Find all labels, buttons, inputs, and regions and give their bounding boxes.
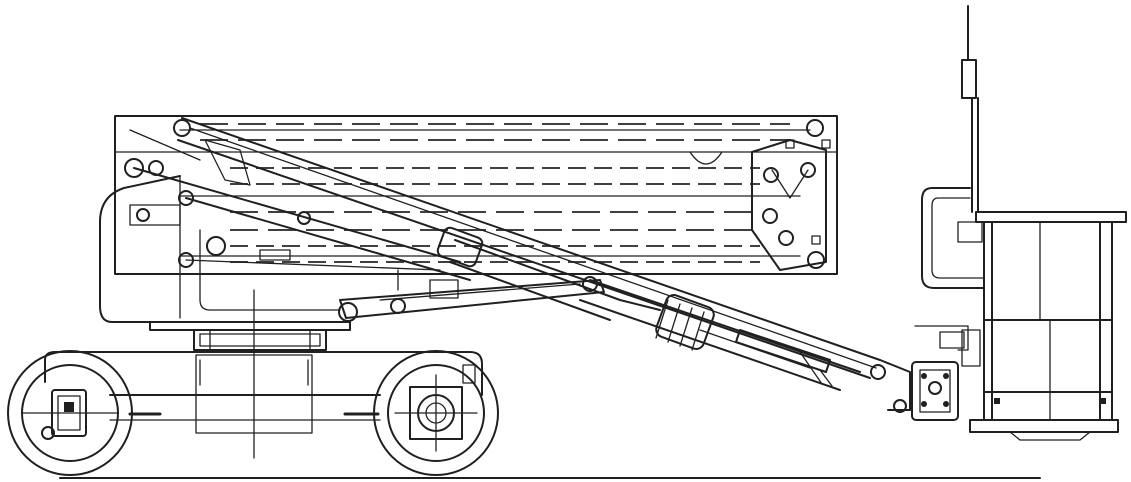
main-boom: [177, 117, 886, 391]
base-links: [129, 129, 471, 291]
lift-cylinder: [338, 276, 605, 322]
jib-rotator: [879, 325, 969, 421]
platform-basket: [921, 5, 1127, 441]
parallelogram-frame: [114, 115, 838, 275]
turntable: [149, 321, 351, 351]
superstructure: [99, 175, 341, 323]
right-wheel: [373, 350, 499, 476]
chassis: [44, 289, 483, 459]
left-wheel: [7, 350, 133, 476]
